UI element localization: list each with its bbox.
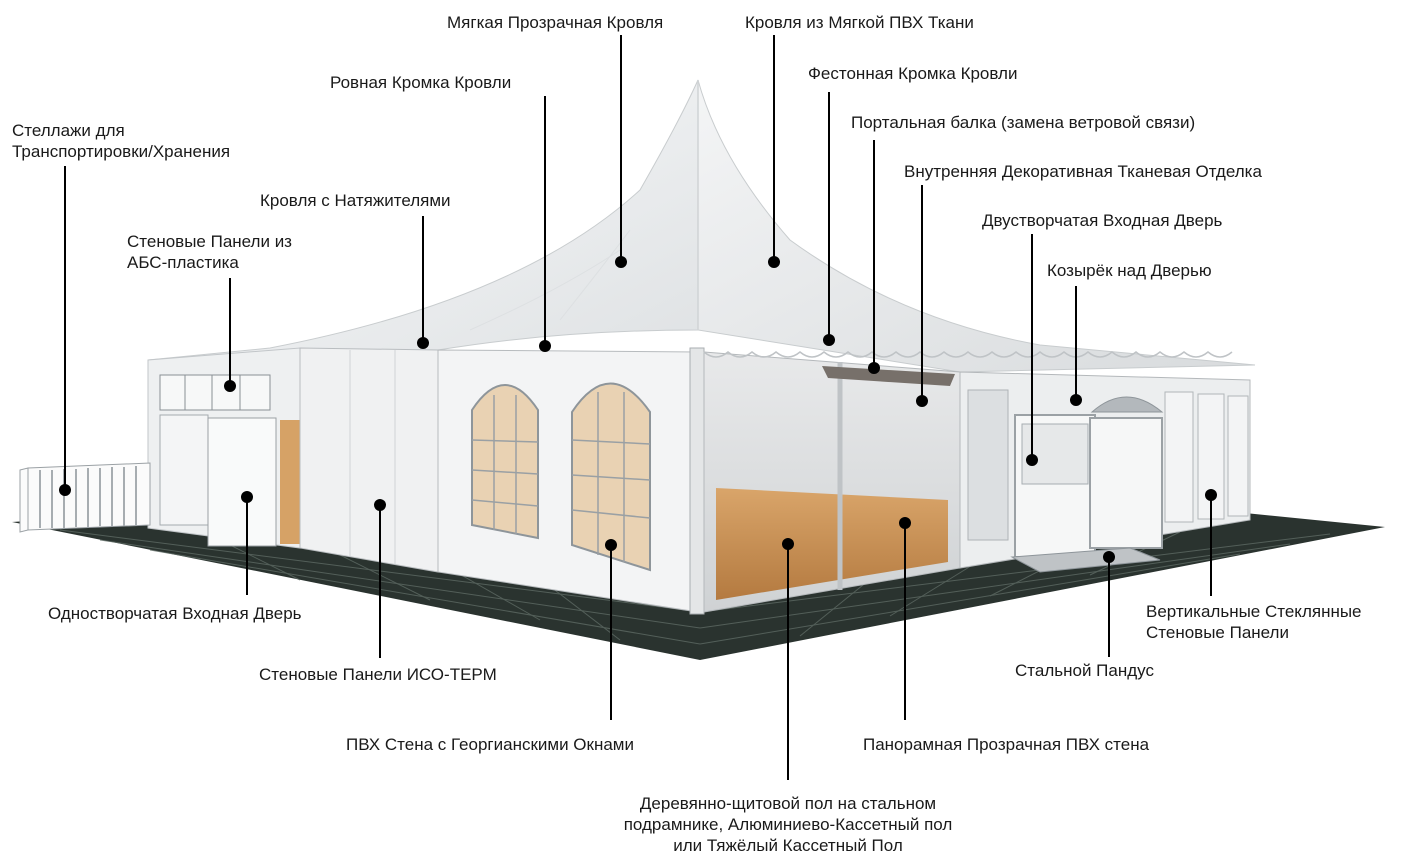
- label-iso-term-panels: Стеновые Панели ИСО-ТЕРМ: [259, 665, 497, 684]
- panoramic-wall: [703, 351, 961, 613]
- leader-lines: [64, 35, 1212, 780]
- iso-term-wall: [299, 347, 439, 573]
- label-door-canopy: Козырёк над Дверью: [1047, 261, 1212, 280]
- label-abs-panels: Стеновые Панели из АБС-пластика: [127, 231, 292, 273]
- label-interior-lining: Внутренняя Декоративная Тканевая Отделка: [904, 162, 1262, 181]
- label-portal-beam: Портальная балка (замена ветровой связи): [851, 113, 1196, 132]
- corner-post: [689, 347, 705, 615]
- scalloped-edge: [703, 351, 1233, 358]
- marker-dots: [59, 256, 1217, 563]
- roof: [147, 79, 1256, 373]
- label-pvc-fabric-roof: Кровля из Мягкой ПВХ Ткани: [745, 13, 974, 32]
- label-georgian-windows: ПВХ Стена с Георгианскими Окнами: [346, 735, 634, 754]
- label-double-door: Двустворчатая Входная Дверь: [982, 211, 1223, 230]
- label-scalloped-roof-edge: Фестонная Кромка Кровли: [808, 64, 1018, 83]
- label-vertical-glass-line2: Стеновые Панели: [1146, 623, 1289, 642]
- label-floor-line2: подрамнике, Алюминиево-Кассетный пол: [623, 815, 953, 834]
- label-floor: Деревянно-щитовой пол на стальном подрам…: [588, 793, 988, 856]
- label-single-door: Одностворчатая Входная Дверь: [48, 604, 302, 623]
- label-storage-racks-line1: Стеллажи для: [12, 121, 125, 140]
- label-floor-line1: Деревянно-щитовой пол на стальном: [639, 794, 937, 813]
- label-storage-racks-line2: Транспортировки/Хранения: [12, 142, 231, 161]
- label-floor-line3: или Тяжёлый Кассетный Пол: [673, 836, 903, 855]
- label-vertical-glass: Вертикальные Стеклянные Стеновые Панели: [1146, 601, 1362, 643]
- label-abs-panels-line1: Стеновые Панели из: [127, 232, 292, 251]
- label-even-roof-edge: Ровная Кромка Кровли: [330, 73, 512, 92]
- label-abs-panels-line2: АБС-пластика: [127, 253, 239, 272]
- georgian-wall: [437, 349, 699, 613]
- label-storage-racks: Стеллажи для Транспортировки/Хранения: [12, 120, 230, 162]
- right-wall: [959, 371, 1251, 573]
- left-wing: [147, 347, 302, 549]
- label-panoramic-wall: Панорамная Прозрачная ПВХ стена: [863, 735, 1150, 754]
- label-vertical-glass-line1: Вертикальные Стеклянные: [1146, 602, 1362, 621]
- storage-racks: [19, 462, 151, 533]
- label-tensioner-roof: Кровля с Натяжителями: [260, 191, 451, 210]
- label-soft-transparent-roof: Мягкая Прозрачная Кровля: [447, 13, 664, 32]
- label-steel-ramp: Стальной Пандус: [1015, 661, 1154, 680]
